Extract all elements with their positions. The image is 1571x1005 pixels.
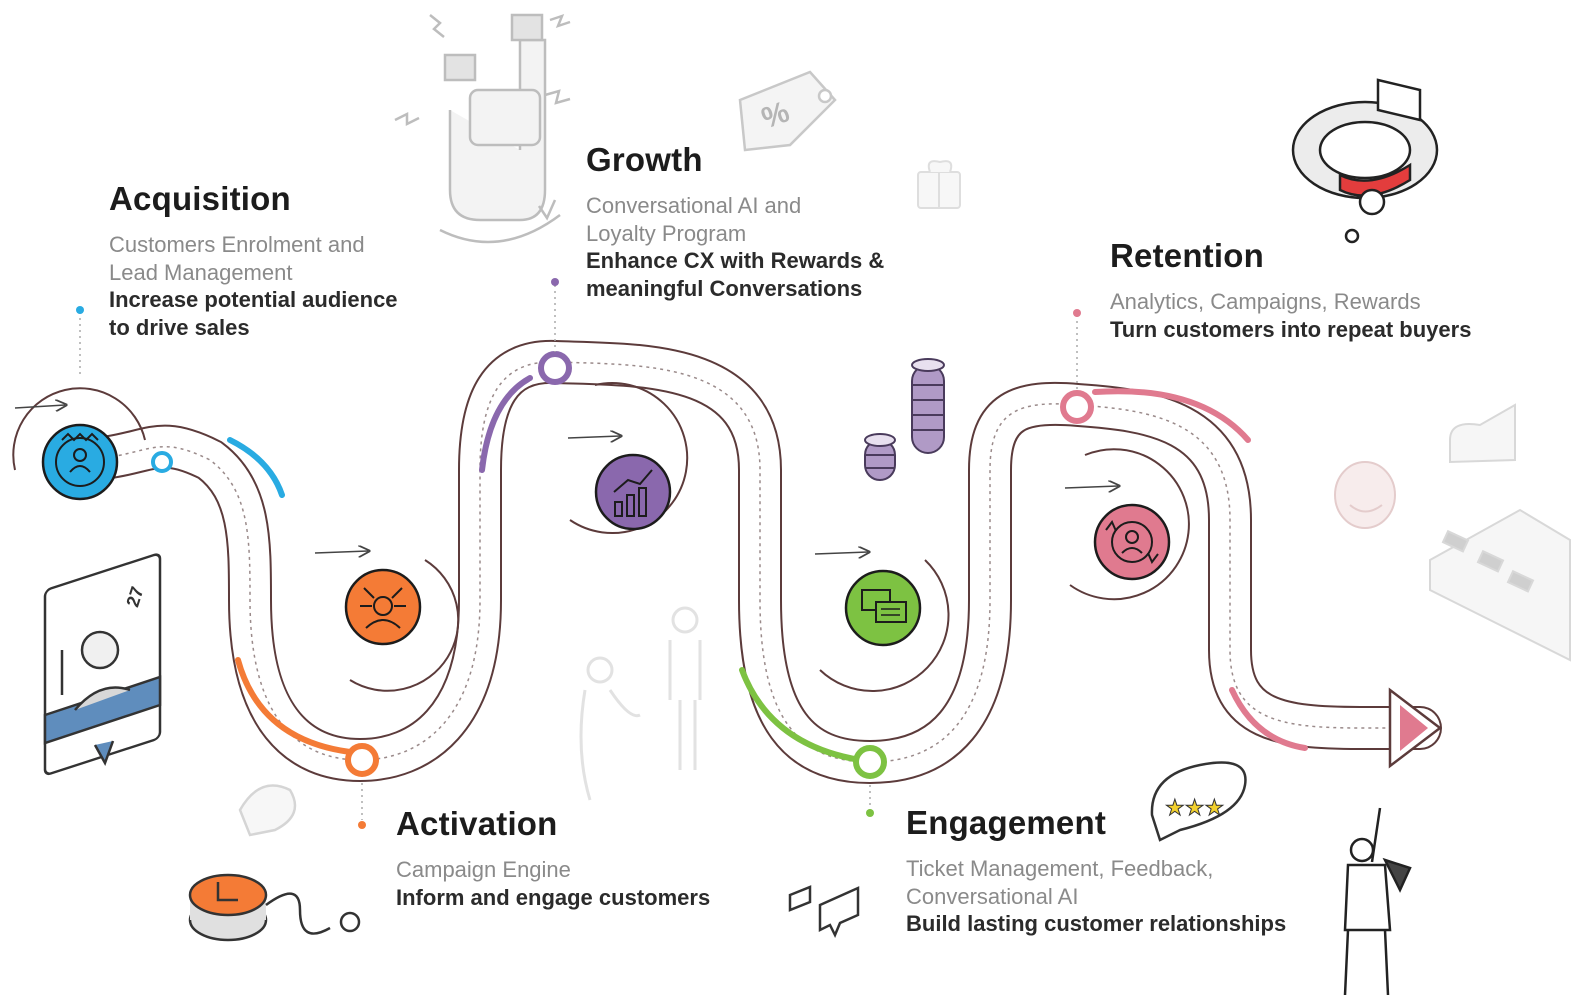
stage-subtitle: Conversational AI and — [586, 193, 802, 219]
donut-chart-icon — [1291, 78, 1439, 244]
direction-arrows — [14, 405, 1118, 554]
magnet-hand-icon — [394, 13, 571, 244]
leader-lines — [79, 285, 1078, 820]
calendar-icon — [1429, 403, 1571, 662]
clock-icon — [188, 873, 361, 942]
stage-description: Enhance CX with Rewards & — [586, 248, 885, 274]
journey-road — [48, 339, 1443, 785]
coin-stack-icon — [864, 358, 945, 481]
stage-subtitle: Ticket Management, Feedback, — [906, 856, 1214, 882]
rating-stars-icon: ★★★ — [1150, 761, 1247, 842]
stage-title: Retention — [1110, 237, 1264, 274]
stage-subtitle: Conversational AI — [906, 883, 1079, 909]
stage-description: Inform and engage customers — [396, 884, 711, 910]
stage-title: Engagement — [906, 804, 1107, 841]
retention-cycle-icon — [1093, 503, 1171, 581]
stage-description: Build lasting customer relationships — [906, 911, 1287, 937]
stage-title: Growth — [586, 141, 703, 178]
smiley-icon — [1334, 461, 1396, 529]
growth-chart-icon — [594, 453, 672, 531]
acquisition-audience-icon — [41, 423, 119, 501]
gift-icon — [917, 160, 961, 209]
stage-engagement: Engagement Ticket Management, Feedback, … — [906, 802, 1286, 938]
stage-activation: Activation Campaign Engine Inform and en… — [396, 803, 710, 911]
stage-description: Increase potential audience — [109, 287, 398, 313]
stage-subtitle: Analytics, Campaigns, Rewards — [1110, 289, 1421, 315]
megaphone-person-icon — [1343, 807, 1412, 996]
stage-subtitle: Campaign Engine — [396, 857, 571, 883]
engagement-chat-icon — [844, 569, 922, 647]
icon-swirls — [12, 382, 1190, 693]
stage-subtitle: Customers Enrolment and — [109, 232, 365, 258]
stage-accent-arcs — [227, 375, 1308, 763]
stage-title: Activation — [396, 805, 558, 842]
stage-subtitle: Lead Management — [109, 259, 293, 285]
activation-target-icon — [344, 568, 422, 646]
stage-subtitle: Loyalty Program — [586, 220, 747, 246]
stage-markers — [151, 351, 1094, 779]
stage-description: meaningful Conversations — [586, 275, 863, 301]
stage-acquisition: Acquisition Customers Enrolment and Lead… — [109, 178, 398, 341]
stage-description: Turn customers into repeat buyers — [1110, 316, 1472, 342]
stage-title: Acquisition — [109, 180, 291, 217]
stage-description: to drive sales — [109, 314, 250, 340]
leader-dots — [76, 278, 1081, 829]
discount-tag-icon — [738, 70, 837, 152]
stage-retention: Retention Analytics, Campaigns, Rewards … — [1110, 235, 1471, 343]
svg-text:★★★: ★★★ — [1165, 795, 1224, 820]
speech-bubble-icon — [238, 784, 860, 939]
stage-growth: Growth Conversational AI and Loyalty Pro… — [586, 139, 884, 302]
ghost-people — [579, 606, 702, 801]
profile-card-icon — [43, 553, 162, 776]
